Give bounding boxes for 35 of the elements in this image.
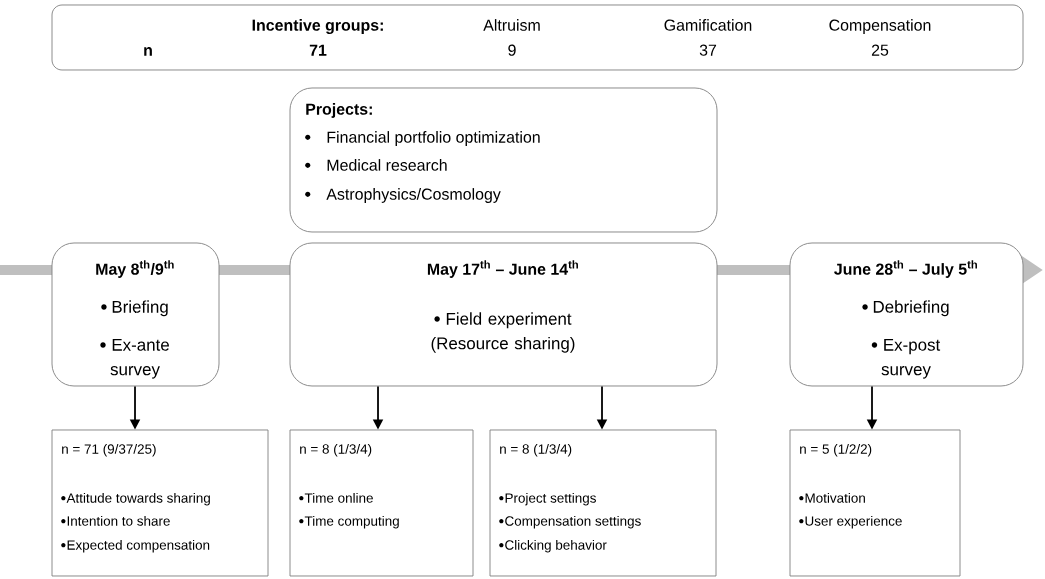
project-item: Astrophysics/Cosmology [305,188,501,203]
measure-item: Time computing [299,515,399,529]
measure-item: Motivation [799,492,865,503]
table-text: Altruism [483,19,540,31]
measure-item: n = 8 (1/3/4) [500,443,572,457]
phase-text: Debriefing [862,300,949,317]
phase-text: May 17$^{th}$ – June 14$^{th}$ [427,260,578,278]
measure-item: Expected compensation [61,539,210,553]
measure-item: Intention to share [61,515,170,526]
measure-item: Attitude towards sharing [61,492,210,506]
table-text: Compensation [829,19,931,34]
table-text: n [144,47,152,56]
phase-text: Field experiment (Resource sharing) [431,312,575,353]
phase-text: June 28$^{th}$ – July 5$^{th}$ [834,260,977,278]
table-text: 25 [871,44,889,56]
measure-item: Clicking behavior [499,539,607,553]
table-text: Gamification [664,19,752,31]
phase-text: May 8$^{th}$/9$^{th}$ [96,260,174,278]
phase-text: Briefing [101,300,168,317]
project-item: Financial portfolio optimization [305,131,540,146]
table-text: 71 [309,44,327,56]
measure-item: User experience [799,515,902,529]
measure-item: n = 8 (1/3/4) [300,443,372,457]
measure-item: Compensation settings [499,515,641,529]
measure-item: Project settings [499,492,596,506]
project-item: Medical research [305,159,447,171]
measure-item: Time online [299,492,373,503]
phase-text: Ex-post survey [871,339,941,379]
phase-text: Ex-ante survey [100,339,169,379]
project-item: Projects: [306,103,372,118]
measure-item: n = 71 (9/37/25) [62,443,156,457]
table-text: Incentive groups: [252,19,383,34]
measure-item: n = 5 (1/2/2) [800,443,872,457]
table-text: 9 [508,44,516,56]
table-text: 37 [699,44,717,56]
